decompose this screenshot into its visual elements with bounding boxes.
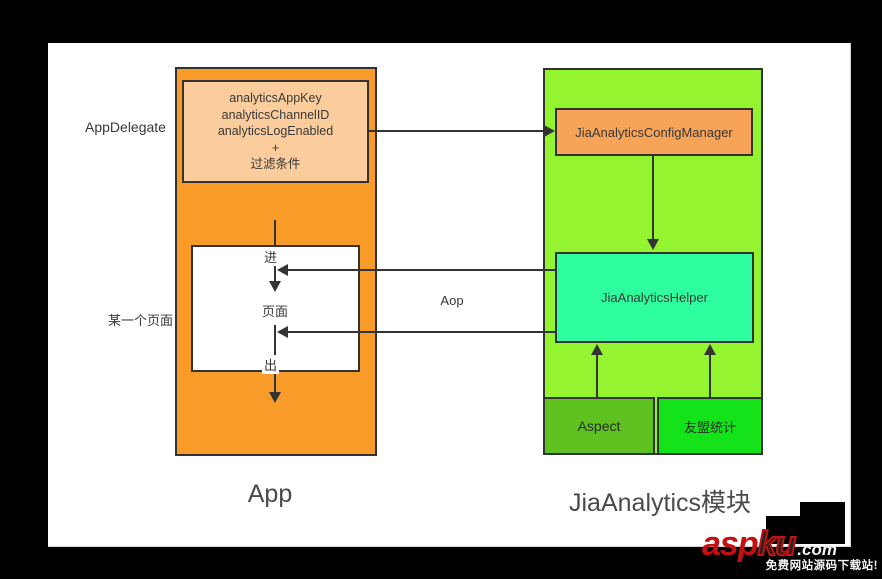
watermark-tagline: 免费网站源码下载站! bbox=[765, 560, 878, 572]
watermark-brand-primary: asp bbox=[702, 525, 759, 563]
diagram-canvas: analyticsAppKey analyticsChannelID analy… bbox=[48, 43, 851, 547]
helper-box: JiaAnalyticsHelper bbox=[555, 252, 754, 343]
config-manager-box: JiaAnalyticsConfigManager bbox=[555, 108, 753, 156]
arrow-umeng-to-helper-line bbox=[709, 355, 711, 397]
config-manager-label: JiaAnalyticsConfigManager bbox=[575, 124, 733, 140]
umeng-label: 友盟统计 bbox=[683, 419, 736, 435]
config-line-appkey: analyticsAppKey bbox=[229, 91, 322, 106]
arrow-aspect-to-helper-head-icon bbox=[591, 344, 603, 355]
watermark-backdrop-step bbox=[800, 502, 845, 518]
arrow-config-to-manager-line bbox=[369, 130, 545, 132]
aspect-box: Aspect bbox=[543, 397, 655, 455]
config-line-channelid: analyticsChannelID bbox=[221, 107, 330, 122]
watermark-logo: asp ku .com bbox=[702, 525, 837, 563]
arrow-exit-head-icon bbox=[269, 392, 281, 403]
aop-line-exit bbox=[288, 331, 555, 333]
page-enter-label: 进 bbox=[262, 247, 280, 266]
aop-line-exit-head-icon bbox=[277, 326, 288, 338]
page-exit-label: 出 bbox=[262, 355, 280, 374]
module-title: JiaAnalytics模块 bbox=[569, 489, 751, 517]
arrow-aspect-to-helper-line bbox=[596, 355, 598, 397]
aop-line-enter bbox=[288, 269, 555, 271]
config-line-filter: 过滤条件 bbox=[250, 157, 301, 172]
aspect-label: Aspect bbox=[577, 418, 621, 434]
arrow-manager-to-helper-line bbox=[652, 156, 654, 239]
arrow-enter-head-icon bbox=[269, 281, 281, 292]
analytics-config-box: analyticsAppKey analyticsChannelID analy… bbox=[182, 80, 369, 183]
appdelegate-label: AppDelegate bbox=[85, 119, 166, 135]
aop-label: Aop bbox=[440, 293, 464, 308]
helper-label: JiaAnalyticsHelper bbox=[601, 290, 708, 305]
page-name-label: 页面 bbox=[261, 304, 288, 319]
umeng-stats-box: 友盟统计 bbox=[657, 397, 763, 455]
watermark-brand-suffix: .com bbox=[797, 540, 837, 559]
arrow-manager-to-helper-head-icon bbox=[647, 239, 659, 250]
arrow-config-to-manager-head-icon bbox=[544, 125, 555, 137]
config-line-logenabled: analyticsLogEnabled bbox=[217, 124, 334, 139]
aop-line-enter-head-icon bbox=[277, 264, 288, 276]
config-line-plus: + bbox=[271, 140, 280, 155]
arrow-umeng-to-helper-head-icon bbox=[704, 344, 716, 355]
app-title: App bbox=[247, 480, 293, 508]
watermark-brand-secondary: ku bbox=[757, 525, 798, 563]
watermark-backdrop bbox=[766, 516, 845, 544]
some-page-label: 某一个页面 bbox=[107, 313, 173, 328]
